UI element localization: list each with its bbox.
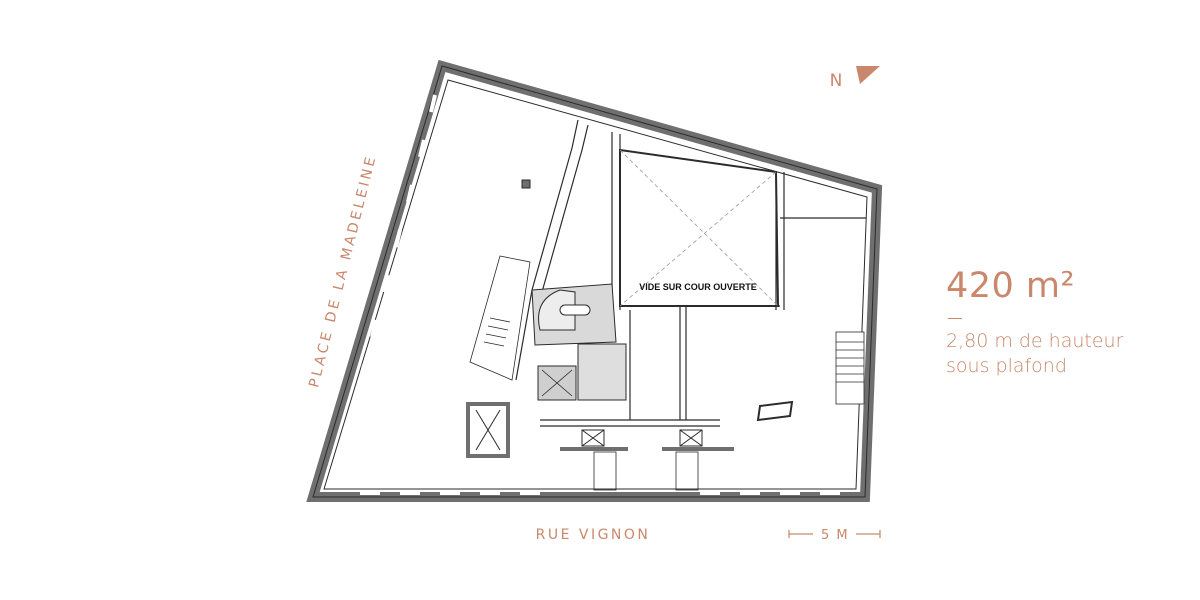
north-arrow-icon	[856, 66, 880, 84]
ceiling-height-line1: 2,80 m de hauteur	[946, 330, 1124, 352]
secondary-stairs	[469, 255, 865, 491]
outer-wall	[306, 59, 883, 502]
shafts	[466, 179, 794, 458]
street-label-bottom: RUE VIGNON	[536, 527, 651, 543]
street-label-left: PLACE DE LA MADELEINE	[306, 153, 379, 389]
compass-label: N	[830, 71, 843, 91]
window-openings	[334, 94, 840, 495]
info-panel: 420 m² 2,80 m de hauteur sous plafond	[946, 266, 1123, 379]
compass: N	[830, 66, 880, 91]
scale-label: 5 M	[821, 528, 849, 543]
floor-area: 420 m²	[946, 266, 1076, 306]
courtyard-void: VIDE SUR COUR OUVERTE	[619, 148, 780, 307]
stair-core	[531, 283, 627, 401]
ceiling-height-line2: sous plafond	[946, 355, 1067, 377]
scale-bar: 5 M	[788, 528, 881, 543]
courtyard-label: VIDE SUR COUR OUVERTE	[639, 282, 757, 292]
divider	[948, 318, 962, 319]
landings	[560, 447, 734, 451]
